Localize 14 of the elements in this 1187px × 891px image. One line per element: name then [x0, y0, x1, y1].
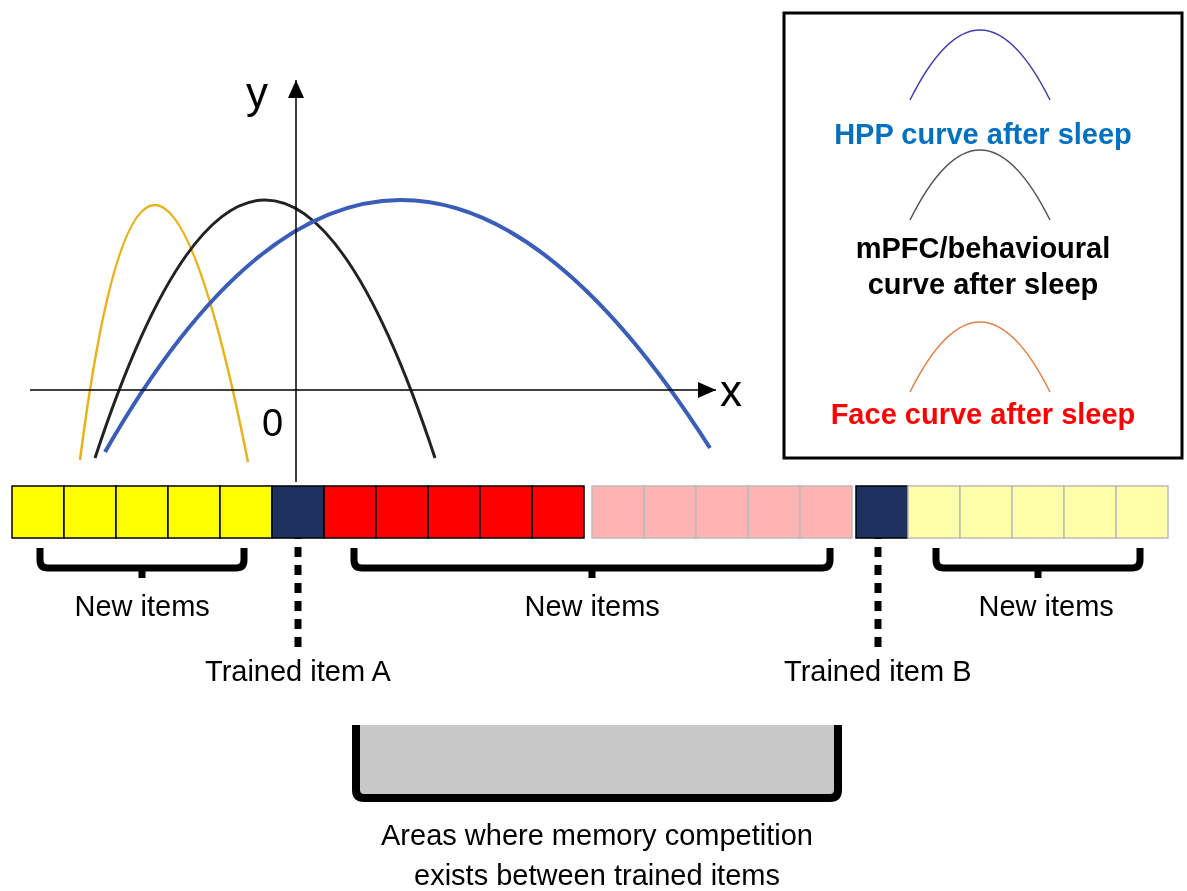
group-label: New items: [978, 590, 1114, 623]
item-label: Trained item B: [784, 655, 972, 688]
item-label: Trained item A: [205, 655, 391, 688]
group-label: New items: [74, 590, 210, 623]
legend-text: HPP curve after sleep: [833, 117, 1133, 152]
origin-label: 0: [262, 402, 284, 445]
item-square: [855, 485, 909, 539]
group-label: New items: [524, 590, 660, 623]
legend-text: Face curve after sleep: [829, 397, 1137, 432]
legend-text: mPFC/behavioural curve after sleep: [854, 231, 1112, 302]
axis-label: y: [246, 68, 268, 118]
item-square: [271, 485, 325, 539]
axis-label: x: [720, 366, 742, 416]
area-caption: Areas where memory competition exists between trained items: [380, 818, 814, 891]
